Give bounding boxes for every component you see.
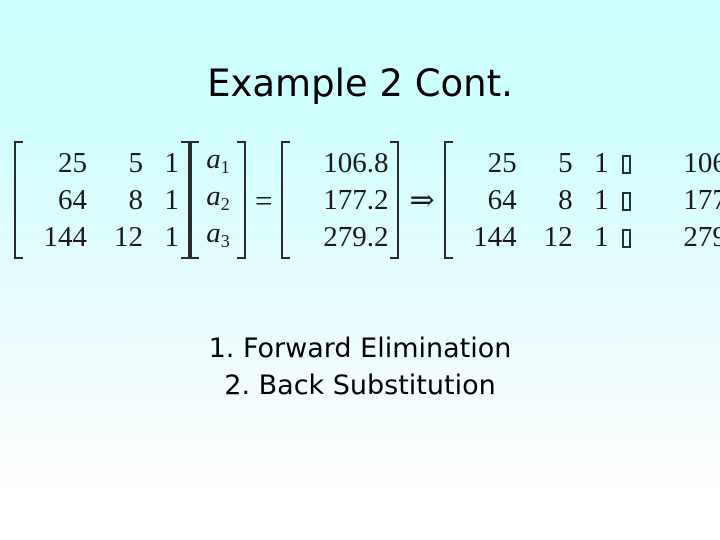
vector-cell: 106.8 xyxy=(323,147,389,179)
matrix-cell: 106.8 xyxy=(683,147,720,179)
matrix-cell: 12 xyxy=(114,221,143,253)
matrix-cell: 144 xyxy=(43,221,88,253)
unknown-vector: a1 a2 a3 xyxy=(190,141,246,259)
matrix-row: 64 8 1 177.2 xyxy=(455,182,720,218)
matrix-row: 25 5 1 106.8 xyxy=(455,145,720,181)
matrix-row: a1 xyxy=(201,144,235,182)
vector-cell: 279.2 xyxy=(323,221,389,253)
matrix-cell: 1 xyxy=(594,147,609,179)
matrix-cell: 8 xyxy=(558,184,573,216)
matrix-cell: 8 xyxy=(128,184,144,216)
matrix-cell: 5 xyxy=(558,147,573,179)
matrix-cell: 1 xyxy=(164,221,180,253)
matrix-row: 144 12 1 xyxy=(25,219,180,255)
steps-list: 1. Forward Elimination 2. Back Substitut… xyxy=(0,330,720,404)
matrix-row: 106.8 xyxy=(292,145,388,181)
augment-separator-missing-glyph-icon xyxy=(609,148,645,178)
implies-arrow-icon: ⇒ xyxy=(409,183,435,217)
list-item: 2. Back Substitution xyxy=(224,370,496,401)
matrix-cell: 1 xyxy=(594,221,609,253)
matrix-cell: 177.2 xyxy=(683,184,720,216)
matrix-cell: 1 xyxy=(164,184,180,216)
matrix-cell: 64 xyxy=(58,184,87,216)
matrix-row: 177.2 xyxy=(292,182,388,218)
matrix-row: 64 8 1 xyxy=(25,182,179,218)
augmented-matrix: 25 5 1 106.8 64 8 1 177.2 144 12 1 279.2 xyxy=(443,141,720,259)
matrix-equation: 25 5 1 64 8 1 144 12 1 a1 a2 xyxy=(14,139,720,261)
coefficient-matrix: 25 5 1 64 8 1 144 12 1 xyxy=(14,141,190,259)
matrix-row: 25 5 1 xyxy=(25,145,179,181)
matrix-cell: 64 xyxy=(487,184,517,216)
augment-separator-missing-glyph-icon xyxy=(609,222,645,252)
variable-subscript: 3 xyxy=(220,231,230,251)
matrix-cell: 279.2 xyxy=(683,221,720,253)
matrix-cell: 25 xyxy=(58,147,87,179)
matrix-row: 279.2 xyxy=(292,219,388,255)
list-item: 1. Forward Elimination xyxy=(208,333,512,364)
matrix-cell: 5 xyxy=(128,147,144,179)
variable-a: a xyxy=(206,180,221,212)
matrix-cell: 12 xyxy=(543,221,573,253)
matrix-row: 144 12 1 279.2 xyxy=(455,219,720,255)
matrix-row: a3 xyxy=(201,218,235,256)
vector-cell: a2 xyxy=(201,181,235,219)
matrix-row: a2 xyxy=(201,181,235,219)
matrix-cell: 1 xyxy=(594,184,609,216)
variable-subscript: 2 xyxy=(220,194,230,214)
augment-separator-missing-glyph-icon xyxy=(609,185,645,215)
rhs-vector: 106.8 177.2 279.2 xyxy=(281,141,400,259)
variable-a: a xyxy=(206,217,221,249)
variable-subscript: 1 xyxy=(220,157,230,177)
matrix-cell: 25 xyxy=(487,147,517,179)
matrix-cell: 144 xyxy=(473,221,517,253)
vector-cell: a3 xyxy=(201,218,235,256)
vector-cell: 177.2 xyxy=(323,184,389,216)
matrix-cell: 1 xyxy=(164,147,180,179)
vector-cell: a1 xyxy=(201,144,235,182)
variable-a: a xyxy=(206,143,221,175)
equals-sign: = xyxy=(255,182,273,218)
page-title: Example 2 Cont. xyxy=(207,62,513,105)
